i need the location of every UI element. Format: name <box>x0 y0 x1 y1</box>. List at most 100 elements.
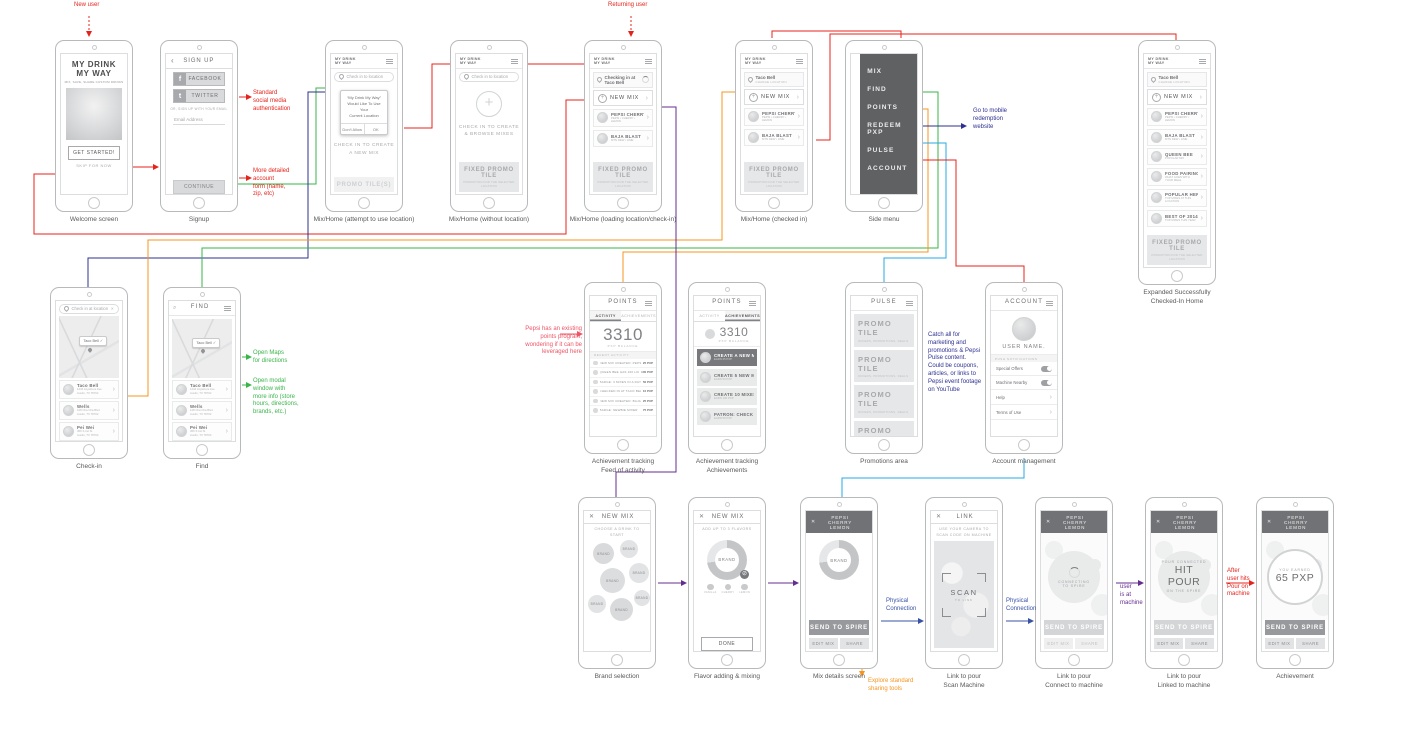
list-item[interactable]: FOOD PAIRINGSWHAT GOES WITH YOUR MEAL› <box>1147 167 1207 187</box>
checkin-status-bar[interactable]: Checking in at Taco Bell <box>593 71 653 88</box>
brand-bubble[interactable]: BRAND <box>593 543 614 565</box>
home-button[interactable] <box>193 197 205 209</box>
home-button[interactable] <box>611 654 623 666</box>
continue-button[interactable]: CONTINUE <box>173 180 225 194</box>
home-button[interactable] <box>1068 654 1080 666</box>
brand-bubble[interactable]: BRAND <box>610 598 633 622</box>
close-icon[interactable]: ✕ <box>1046 519 1051 525</box>
menu-item-find[interactable]: FIND <box>867 85 887 93</box>
home-button[interactable] <box>1178 654 1190 666</box>
home-button[interactable] <box>617 197 629 209</box>
settings-row[interactable]: Help› <box>991 390 1057 405</box>
share-button[interactable]: SHARE <box>1075 637 1104 649</box>
hamburger-menu-icon[interactable] <box>386 58 393 64</box>
hamburger-menu-icon[interactable] <box>224 305 231 311</box>
new-mix-button[interactable]: +NEW MIX› <box>593 90 653 106</box>
map-callout[interactable]: Taco Bell ✓ <box>192 337 221 348</box>
new-mix-button[interactable]: +NEW MIX› <box>744 89 804 105</box>
map-callout[interactable]: Taco Bell ✓ <box>79 335 108 346</box>
achievement-tile[interactable]: CREATE A NEW MIXEARN 25 PXP <box>697 349 757 366</box>
tab-activity[interactable]: ACTIVITY <box>699 314 720 318</box>
send-to-spire-button[interactable]: SEND TO SPIRE <box>1154 620 1214 635</box>
send-to-spire-button[interactable]: SEND TO SPIRE <box>809 620 869 635</box>
map-view[interactable]: Taco Bell ✓ <box>172 318 232 378</box>
checkin-search-bar[interactable]: Check in to location <box>334 71 394 82</box>
home-button[interactable] <box>1171 270 1183 282</box>
done-button[interactable]: DONE <box>701 637 753 651</box>
hamburger-menu-icon[interactable] <box>645 300 652 306</box>
home-button[interactable] <box>878 439 890 451</box>
brand-bubble[interactable]: BRAND <box>629 563 649 584</box>
hamburger-menu-icon[interactable] <box>906 300 913 306</box>
menu-item-mix[interactable]: MIX <box>867 67 883 75</box>
home-button[interactable] <box>721 654 733 666</box>
feed-item[interactable]: QUEEN BEE HAS 100 LIKES100 PXP <box>590 368 656 378</box>
flavor-dot[interactable] <box>741 583 748 591</box>
menu-item-points[interactable]: POINTS <box>867 103 899 111</box>
list-item[interactable]: POPULAR HERETOP MIXES AT THIS LOCATION› <box>1147 188 1207 208</box>
search-icon[interactable]: ⌕ <box>173 304 177 311</box>
close-icon[interactable]: ✕ <box>811 519 816 525</box>
edit-mix-button[interactable]: EDIT MIX <box>809 637 838 649</box>
back-icon[interactable]: ‹ <box>171 56 174 65</box>
brand-bubble[interactable]: BRAND <box>588 595 606 614</box>
edit-mix-button[interactable]: EDIT MIX <box>1265 637 1294 649</box>
share-button[interactable]: SHARE <box>1296 637 1325 649</box>
edit-mix-button[interactable]: EDIT MIX <box>1154 637 1183 649</box>
dont-allow-button[interactable]: Don't Allow <box>342 126 363 132</box>
close-icon[interactable]: ✕ <box>699 514 705 520</box>
flavor-dot[interactable] <box>724 583 732 591</box>
home-button[interactable] <box>1018 439 1030 451</box>
hamburger-menu-icon[interactable] <box>749 300 756 306</box>
toggle-switch[interactable] <box>1041 365 1052 372</box>
hamburger-menu-icon[interactable] <box>796 58 803 64</box>
home-button[interactable] <box>617 439 629 451</box>
map-view[interactable]: Taco Bell ✓ <box>59 316 119 378</box>
close-icon[interactable]: ✕ <box>1156 519 1161 525</box>
hamburger-menu-icon[interactable] <box>1199 58 1206 64</box>
tab-achievements[interactable]: ACHIEVEMENTS <box>621 314 656 318</box>
share-button[interactable]: SHARE <box>840 637 869 649</box>
close-icon[interactable]: ✕ <box>1267 519 1272 525</box>
send-to-spire-button[interactable]: SEND TO SPIRE <box>1044 620 1104 635</box>
home-button[interactable] <box>768 197 780 209</box>
close-icon[interactable]: ✕ <box>936 514 942 520</box>
email-input[interactable]: Email Address <box>173 115 225 125</box>
settings-row[interactable]: Terms of Use› <box>991 405 1057 420</box>
list-item[interactable]: PEPSI CHERRY LEMONPEPSI • CHERRY • LEMON… <box>744 107 804 127</box>
menu-item-account[interactable]: ACCOUNT <box>867 164 908 172</box>
hamburger-menu-icon[interactable] <box>1046 300 1054 306</box>
brand-bubble[interactable]: BRAND <box>634 590 650 607</box>
checkin-search-bar[interactable]: Check in at location✕ <box>59 303 119 314</box>
brand-bubble[interactable]: BRAND <box>620 540 638 559</box>
ok-button[interactable]: OK <box>363 124 388 135</box>
tab-activity[interactable]: ACTIVITY <box>590 311 622 321</box>
close-icon[interactable]: ✕ <box>589 514 595 520</box>
edit-flavor-badge-icon[interactable]: ⊘ <box>740 569 749 579</box>
home-button[interactable] <box>1289 654 1301 666</box>
get-started-button[interactable]: GET STARTED! <box>68 146 120 161</box>
clear-icon[interactable]: ✕ <box>110 306 114 311</box>
home-button[interactable] <box>878 197 890 209</box>
promo-tile[interactable]: PROMO TILE(S) <box>334 176 394 192</box>
home-button[interactable] <box>196 444 208 456</box>
list-item[interactable]: PEPSI CHERRY LEMONPEPSI • CHERRY • LEMON… <box>593 108 653 128</box>
